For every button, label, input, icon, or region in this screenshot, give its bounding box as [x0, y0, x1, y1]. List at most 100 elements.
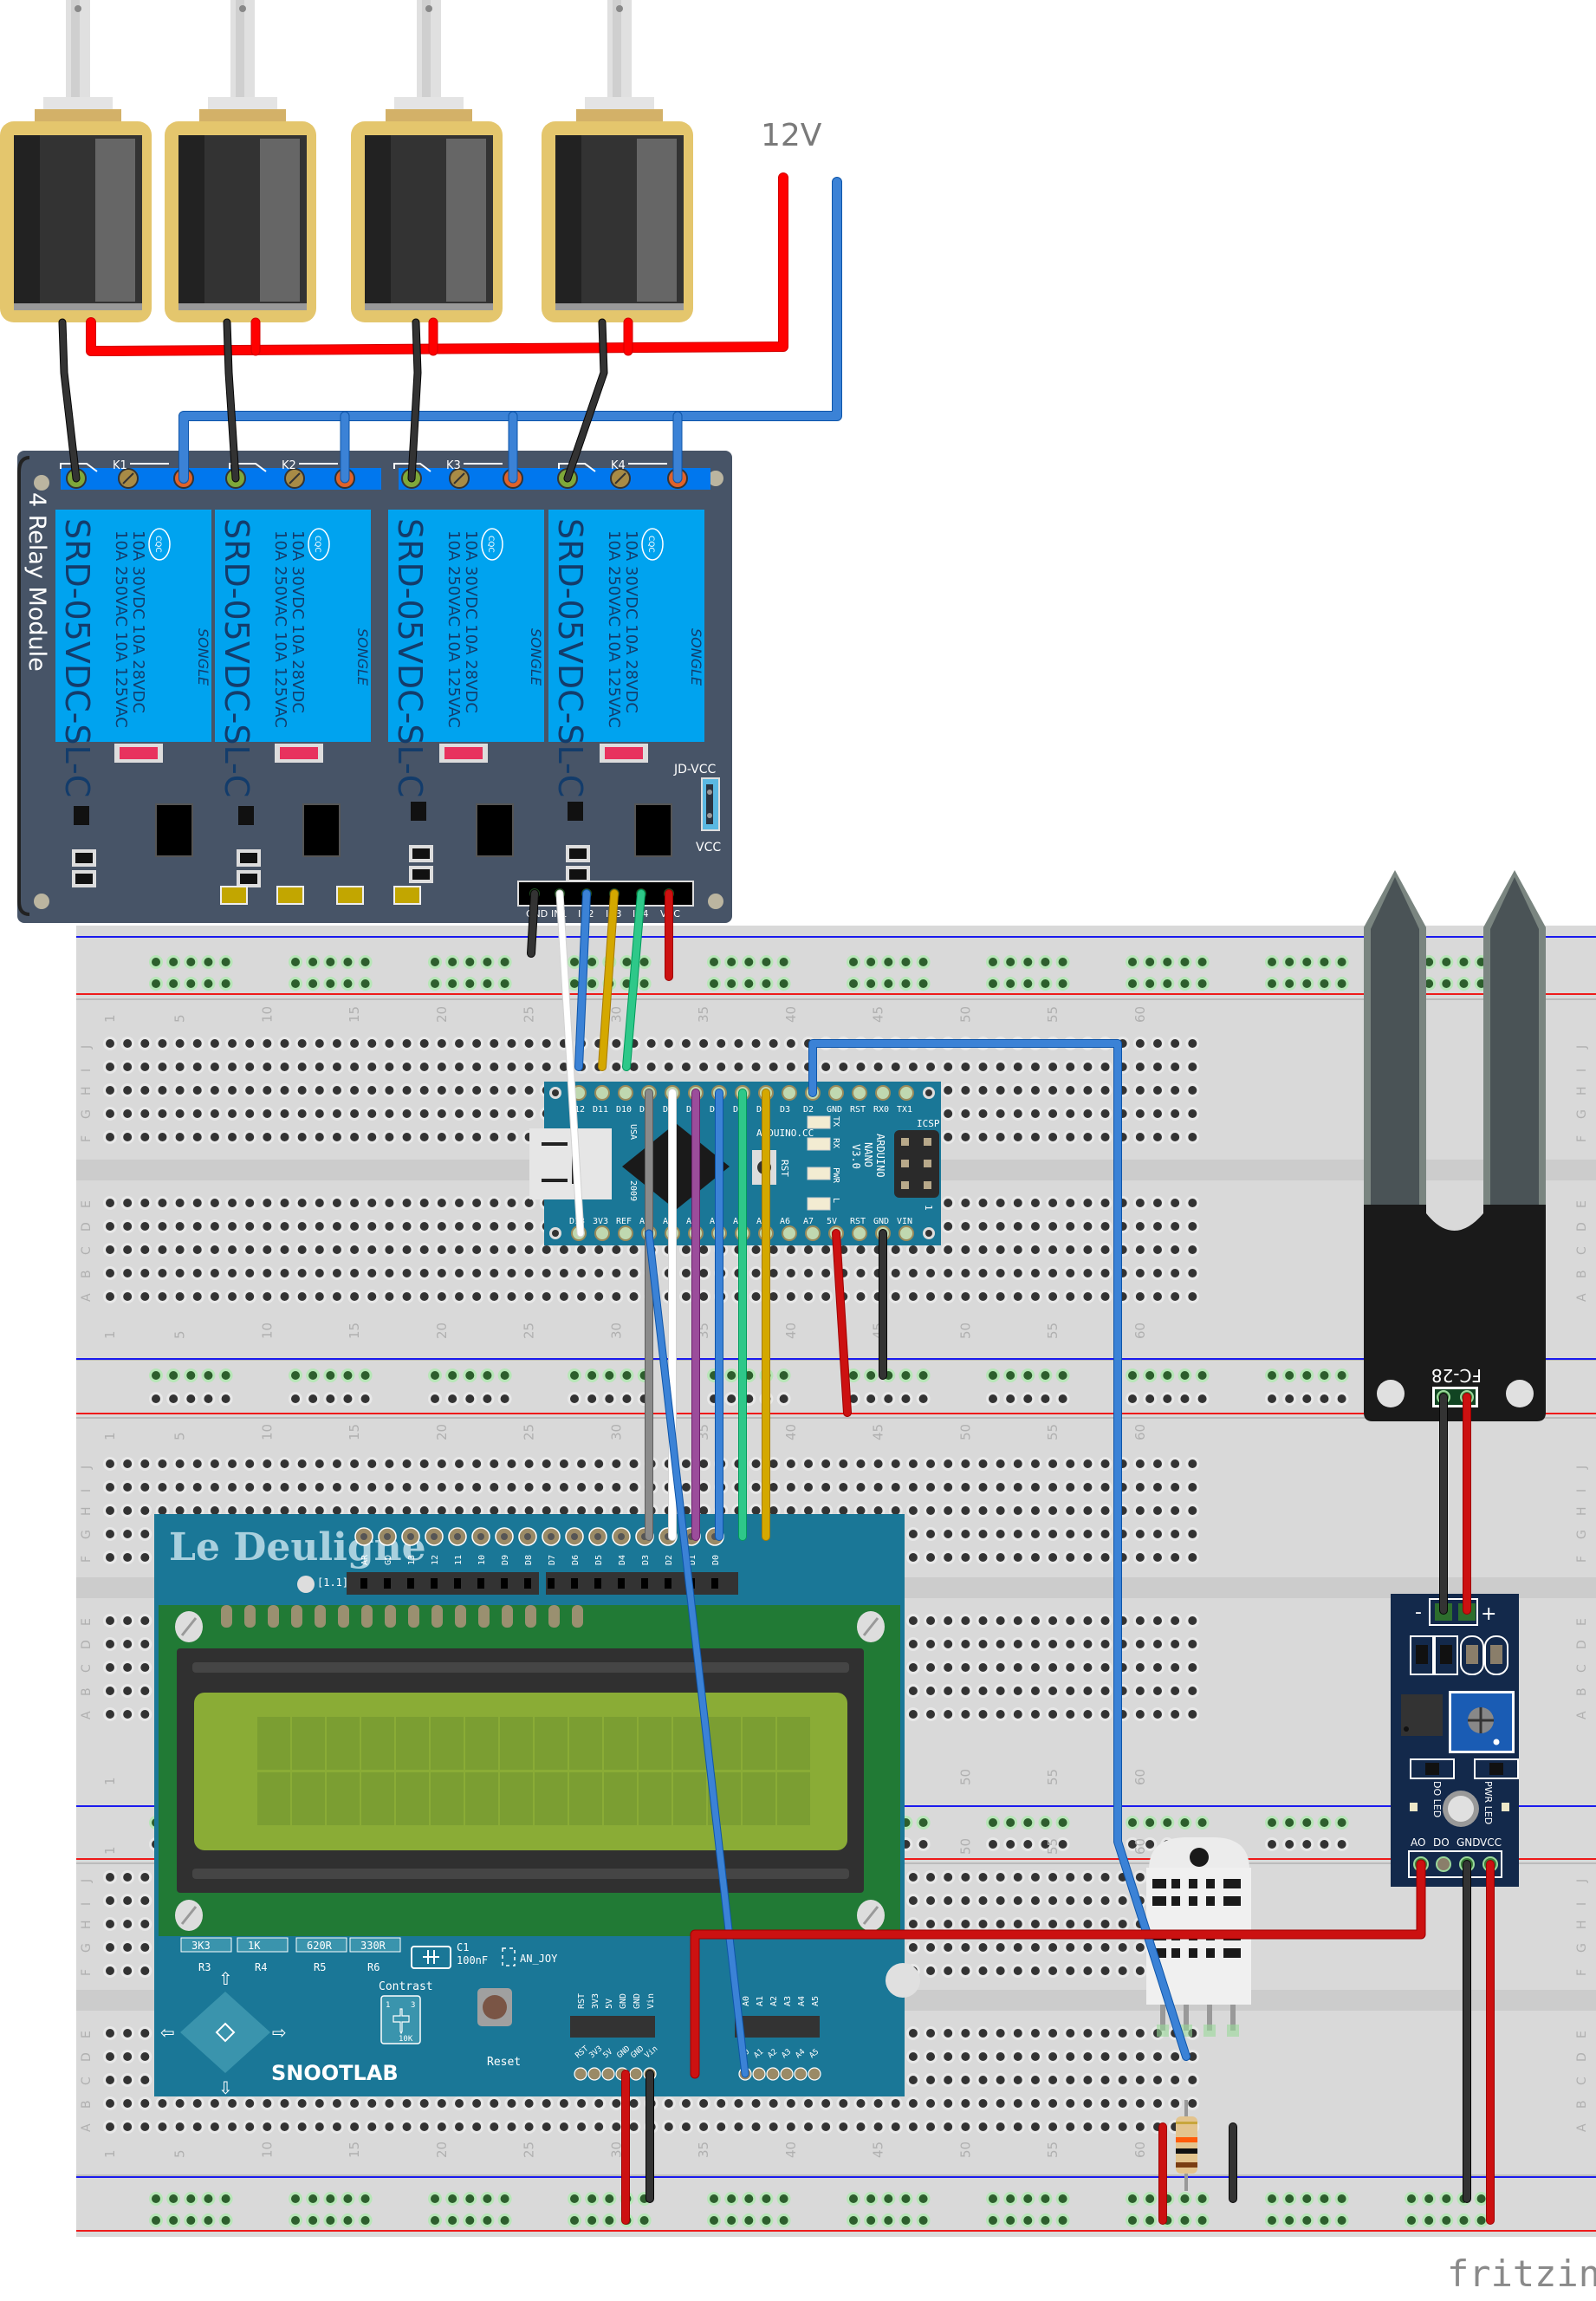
column-label: 5 [172, 1014, 188, 1023]
shield-pin-label: D9 [501, 1555, 510, 1565]
optocoupler [634, 803, 672, 857]
wire-nano-5v[interactable] [833, 1230, 851, 1416]
nano-pin[interactable] [782, 1225, 797, 1241]
column-label: 60 [1132, 1838, 1148, 1855]
nano-pin[interactable] [782, 1085, 797, 1101]
column-label: 15 [347, 2142, 362, 2158]
nano-pin[interactable] [852, 1225, 867, 1241]
shield-power-pin[interactable] [587, 2067, 601, 2081]
smd-resistor [180, 1937, 232, 1953]
nano-site: ARDUINO.CC [756, 1128, 814, 1139]
nano-pin[interactable] [875, 1085, 891, 1101]
power-pin-label: GND [619, 1993, 628, 2009]
nano-pin[interactable] [805, 1225, 821, 1241]
sensor-pin[interactable] [1436, 1856, 1451, 1872]
nano-pin[interactable] [618, 1085, 633, 1101]
column-label: 1 [102, 1777, 118, 1785]
shield-analog-pin[interactable] [808, 2067, 821, 2081]
nano-model-1: ARDUINO [874, 1134, 886, 1178]
row-label: C [1575, 1246, 1589, 1255]
shield-analog-pin[interactable] [752, 2067, 766, 2081]
do-led-label: DO LED [1431, 1781, 1443, 1817]
row-label: A [1575, 1711, 1589, 1719]
shield-pin-label: AR [360, 1554, 370, 1565]
column-label: 45 [871, 1006, 886, 1023]
lcd-pin [361, 1605, 373, 1628]
shield-power-pin[interactable] [601, 2067, 615, 2081]
wire-relay-in1[interactable] [556, 890, 584, 1237]
lcd-char-cell [431, 1717, 464, 1770]
column-label: 55 [1045, 1323, 1061, 1339]
shield-analog-pin[interactable] [766, 2067, 780, 2081]
lcd-char-cell [708, 1717, 741, 1770]
fritzing-watermark: fritzing [1447, 2252, 1596, 2295]
arrow-up-icon[interactable]: ⇧ [218, 1968, 233, 1989]
row-label: D [80, 1640, 94, 1649]
female-header [735, 2016, 820, 2038]
nano-pin-label: RX0 [873, 1105, 889, 1115]
row-label: B [1575, 2100, 1589, 2109]
wire-relay-gnd[interactable] [528, 890, 538, 957]
wire-12v-positive[interactable] [87, 173, 788, 355]
wire-dht-data[interactable] [809, 1040, 1190, 2060]
nano-pin[interactable] [899, 1085, 914, 1101]
shield-analog-pin[interactable] [794, 2067, 808, 2081]
relay-brand: SONGLE [688, 628, 704, 686]
column-label: 15 [347, 1006, 362, 1023]
row-label: G [1575, 1943, 1589, 1953]
column-label: 50 [957, 2142, 973, 2158]
relay-module-title: 4 Relay Module [23, 492, 50, 672]
resistor [1176, 2100, 1197, 2191]
supply-voltage-label: 12V [761, 118, 822, 153]
transistor [411, 802, 426, 821]
relay-body [55, 510, 211, 742]
wire-relay-in3[interactable] [599, 890, 618, 1070]
shield-analog-pin[interactable] [780, 2067, 794, 2081]
nano-pin-label: GND [827, 1105, 842, 1115]
wire-sensor-ao[interactable] [691, 1860, 1425, 2078]
dht-pin [1184, 2005, 1189, 2031]
row-label: I [80, 1069, 94, 1072]
nano-pin-label: D12 [569, 1105, 585, 1115]
shield-power-pin[interactable] [629, 2067, 643, 2081]
joystick-pad[interactable]: ⇧ ⇩ ⇦ ⇨ [160, 1968, 287, 2098]
nano-pin[interactable] [594, 1085, 610, 1101]
wire-solenoid-to-relay[interactable] [564, 319, 607, 482]
solenoid [165, 0, 316, 322]
dht-vent [1206, 1896, 1215, 1906]
contrast-pot[interactable] [380, 1995, 421, 2044]
wire-relay-in2[interactable] [575, 890, 590, 1070]
nano-pin[interactable] [852, 1085, 867, 1101]
nano-pin[interactable] [899, 1225, 914, 1241]
wire-solenoid-to-relay[interactable] [224, 319, 239, 482]
row-label: J [80, 1045, 94, 1050]
arrow-left-icon[interactable]: ⇦ [160, 2022, 175, 2043]
arrow-right-icon[interactable]: ⇨ [272, 2022, 287, 2043]
shield-pin-label: D1 [688, 1555, 697, 1565]
column-label: 20 [434, 1006, 450, 1023]
cap-ref: C1 [457, 1941, 469, 1953]
shield-power-pin[interactable] [574, 2067, 587, 2081]
lcd-char-cell [396, 1772, 429, 1825]
wire-solenoid-to-relay[interactable] [408, 319, 421, 482]
status-led [807, 1197, 831, 1211]
shield-pin-label: D8 [524, 1555, 534, 1565]
optocoupler [155, 803, 193, 857]
row-label: I [80, 1902, 94, 1906]
wire-relay-in4[interactable] [623, 890, 645, 1070]
nano-pin[interactable] [594, 1225, 610, 1241]
column-label: 50 [957, 1838, 973, 1855]
lcd-pin [572, 1605, 583, 1628]
lcd-pin [455, 1605, 466, 1628]
column-label: 45 [871, 2142, 886, 2158]
nano-pin[interactable] [828, 1085, 844, 1101]
lcd-char-cell [257, 1717, 290, 1770]
nano-pin-label: GND [873, 1217, 889, 1226]
lcd-pin [268, 1605, 279, 1628]
arrow-down-icon[interactable]: ⇩ [218, 2077, 233, 2098]
nano-pin[interactable] [618, 1225, 633, 1241]
column-label: 60 [1132, 1323, 1148, 1339]
column-label: 60 [1132, 1424, 1148, 1440]
wire-solenoid-to-relay[interactable] [59, 319, 80, 482]
